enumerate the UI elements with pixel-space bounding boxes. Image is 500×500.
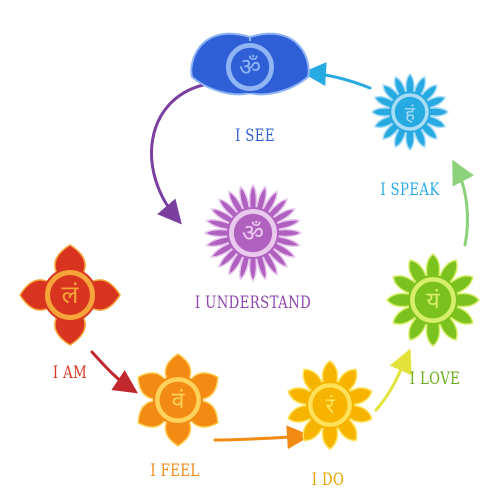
label-solar-plexus: I DO xyxy=(311,470,345,490)
label-root: I AM xyxy=(52,363,88,383)
chakra-crown-core xyxy=(233,213,273,253)
chakra-heart-petal xyxy=(425,253,441,281)
chakra-root-symbol: लं xyxy=(62,280,80,309)
chakra-crown-petal xyxy=(210,240,237,258)
chakra-crown-petal xyxy=(238,252,251,281)
chakra-crown-petal xyxy=(248,183,258,213)
chakra-root-petal xyxy=(19,279,52,311)
chakra-crown-petal xyxy=(203,228,233,238)
chakra-heart-petal xyxy=(425,319,441,347)
chakra-crown-petal xyxy=(260,190,278,217)
chakra-crown-petal xyxy=(210,208,237,226)
chakra-crown-petal xyxy=(238,185,251,214)
chakra-crown-petal xyxy=(272,235,301,248)
chakra-crown-petal xyxy=(269,240,296,258)
chakra-crown-petal xyxy=(228,190,246,217)
chakra-heart-core xyxy=(414,281,452,319)
chakra-crown-petal xyxy=(218,198,241,221)
chakra-throat-symbol: हं xyxy=(405,103,416,125)
chakra-throat-petal xyxy=(370,107,394,117)
label-crown: I UNDERSTAND xyxy=(194,293,312,313)
arrow-root-to-sacral xyxy=(90,350,138,394)
chakra-heart-petal xyxy=(452,292,480,308)
chakra-throat-petal xyxy=(405,72,415,96)
chakra-crown-petal xyxy=(260,249,278,276)
chakra-crown-petal xyxy=(218,245,241,268)
label-throat: I SPEAK xyxy=(380,180,440,200)
chakra-root-petal xyxy=(54,313,86,346)
chakra-crown-petal xyxy=(205,218,234,231)
chakra-sacral-core xyxy=(159,381,197,419)
chakra-throat-core xyxy=(394,96,426,128)
chakra-third-eye-symbol: ॐ xyxy=(239,53,261,81)
chakra-solar-plexus-petal xyxy=(321,423,339,450)
chakra-throat: हं xyxy=(370,72,450,152)
chakra-third-eye-core xyxy=(230,47,270,87)
chakra-crown-petal xyxy=(248,253,258,283)
arrow-heart-to-throat xyxy=(452,159,474,247)
chakra-root: लं xyxy=(19,244,121,346)
chakra-third-eye: ॐ xyxy=(190,32,310,96)
chakra-solar-plexus-petal xyxy=(321,360,339,387)
chakra-crown-petal xyxy=(205,235,234,248)
chakra-crown-petal xyxy=(265,245,288,268)
label-sacral: I FEEL xyxy=(150,461,200,481)
chakras-layer: ॐ हं ॐ यं लं वं रं xyxy=(19,32,480,450)
chakra-sacral: वं xyxy=(137,353,219,447)
chakra-crown-petal xyxy=(228,249,246,276)
chakra-crown-petal xyxy=(255,252,268,281)
chakra-crown-petal xyxy=(269,208,296,226)
chakra-solar-plexus: रं xyxy=(287,360,373,450)
chakra-sacral-petal xyxy=(164,353,192,383)
chakra-crown-petal xyxy=(255,185,268,214)
chakra-crown-symbol: ॐ xyxy=(242,219,264,247)
label-heart: I LOVE xyxy=(409,369,461,389)
arrow-solar-plexus-to-heart xyxy=(374,348,412,412)
label-third-eye: I SEE xyxy=(235,126,275,146)
chakra-solar-plexus-symbol: रं xyxy=(326,394,336,419)
chakra-sacral-petal xyxy=(164,417,192,447)
chakra-heart: यं xyxy=(386,253,480,347)
chakra-sacral-symbol: वं xyxy=(172,388,186,414)
chakra-root-petal xyxy=(88,279,121,311)
chakra-throat-petal xyxy=(405,128,415,152)
arrows-layer xyxy=(90,62,474,450)
chakra-solar-plexus-core xyxy=(312,387,348,423)
arrow-third-eye-to-crown xyxy=(150,83,205,225)
arrow-sacral-to-solar-plexus xyxy=(213,425,311,450)
chakra-root-petal xyxy=(54,244,86,277)
chakra-throat-petal xyxy=(426,107,450,117)
chakra-crown-petal xyxy=(265,198,288,221)
chakra-root-core xyxy=(50,275,90,315)
chakra-crown: ॐ xyxy=(203,183,303,283)
chakra-crown-petal xyxy=(272,218,301,231)
chakra-crown-petal xyxy=(273,228,303,238)
arrow-throat-to-third-eye xyxy=(302,62,372,90)
chakra-heart-symbol: यं xyxy=(426,288,440,314)
chakra-heart-petal xyxy=(386,292,414,308)
